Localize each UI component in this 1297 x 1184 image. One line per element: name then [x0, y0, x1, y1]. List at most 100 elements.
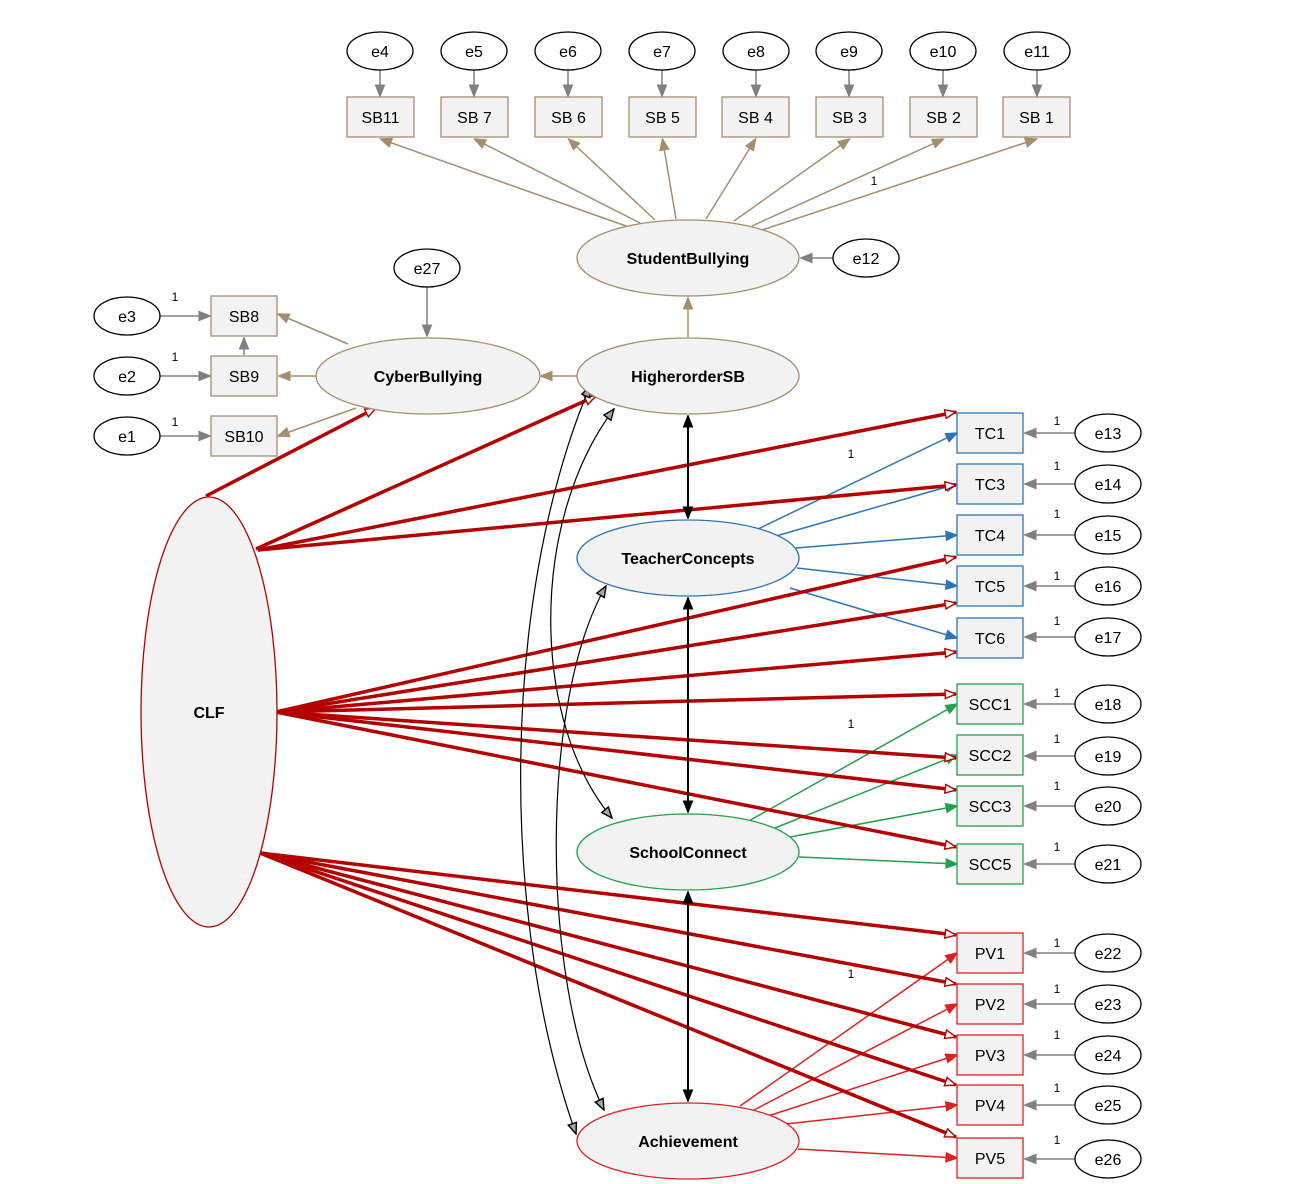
- clf-arrow-scc3: [275, 710, 956, 790]
- indicator-scc5: SCC5: [956, 843, 1024, 885]
- loading-arrow-pv2: [753, 1004, 957, 1111]
- fixed-loading-label: 1: [172, 415, 179, 429]
- fixed-loading-label: 1: [1054, 840, 1061, 854]
- indicator-pv5-label: PV5: [975, 1151, 1005, 1168]
- indicator-pv2-box: [956, 983, 1024, 1025]
- indicator-tc3-box: [956, 463, 1024, 505]
- latent-higher: HigherorderSB: [576, 337, 800, 415]
- latent-student-shape: [576, 219, 800, 297]
- indicator-sb10-label: SB10: [224, 429, 263, 446]
- loading-arrow-tc4: [795, 535, 957, 549]
- error-e14: e14: [1074, 464, 1142, 504]
- loading-arrow-tc5: [796, 567, 957, 586]
- loading-arrow-scc3: [789, 806, 957, 838]
- latent-school-shape: [576, 813, 800, 891]
- indicator-tc5-label: TC5: [975, 579, 1005, 596]
- latent-teacher: TeacherConcepts: [576, 519, 800, 597]
- loading-arrow-sb8: [278, 314, 349, 345]
- covariance-higher-achievement: [520, 386, 590, 1134]
- latent-school: SchoolConnect: [576, 813, 800, 891]
- indicator-sb4: SB 4: [721, 96, 790, 138]
- indicator-tc6: TC6: [956, 617, 1024, 659]
- latent-teacher-label: TeacherConcepts: [621, 551, 754, 568]
- error-e25-label: e25: [1095, 1098, 1122, 1115]
- error-e18: e18: [1074, 684, 1142, 724]
- fixed-loading-label: 1: [1054, 414, 1061, 428]
- clf-arrow-pv4: [259, 851, 956, 1087]
- indicator-pv2-label: PV2: [975, 997, 1005, 1014]
- error-e1-label: e1: [118, 429, 136, 446]
- indicator-tc5-box: [956, 565, 1024, 607]
- indicator-sb4-label: SB 4: [738, 110, 773, 127]
- error-e27: e27: [393, 248, 461, 288]
- loading-arrow-sb6: [569, 139, 656, 221]
- error-e25-shape: [1074, 1085, 1142, 1125]
- indicator-sb8: SB8: [210, 295, 278, 337]
- error-e7-label: e7: [653, 44, 671, 61]
- fixed-loading-label: 1: [848, 717, 855, 731]
- latent-cyber-shape: [315, 337, 541, 415]
- indicator-tc6-label: TC6: [975, 631, 1005, 648]
- loading-arrow-sb3: [733, 139, 850, 222]
- error-e6-label: e6: [559, 44, 577, 61]
- error-e5-label: e5: [465, 44, 483, 61]
- loading-arrow-tc6: [789, 587, 957, 638]
- indicator-tc1-box: [956, 412, 1024, 454]
- error-e18-label: e18: [1095, 697, 1122, 714]
- latent-school-label: SchoolConnect: [629, 845, 747, 862]
- error-e4-label: e4: [371, 44, 389, 61]
- indicator-sb3-box: [815, 96, 884, 138]
- indicator-sb9: SB9: [210, 355, 278, 397]
- latent-cyber: CyberBullying: [315, 337, 541, 415]
- error-e26-shape: [1074, 1139, 1142, 1179]
- error-e9-shape: [815, 31, 883, 71]
- fixed-loading-label: 1: [1054, 459, 1061, 473]
- error-e5-shape: [440, 31, 508, 71]
- indicator-tc4-label: TC4: [975, 528, 1005, 545]
- error-e5: e5: [440, 31, 508, 71]
- fixed-loading-label: 1: [1054, 1028, 1061, 1042]
- error-e20-label: e20: [1095, 799, 1122, 816]
- indicator-scc2-label: SCC2: [969, 748, 1012, 765]
- clf-arrow-tc1: [257, 412, 956, 552]
- indicator-sb2-box: [909, 96, 978, 138]
- error-e6-shape: [534, 31, 602, 71]
- fixed-loading-label: 1: [848, 967, 855, 981]
- latent-clf-label: CLF: [193, 705, 224, 722]
- error-e11-label: e11: [1024, 44, 1050, 61]
- clf-arrow-cyber: [205, 406, 376, 498]
- error-e15: e15: [1074, 515, 1142, 555]
- indicator-scc2: SCC2: [956, 734, 1024, 776]
- error-e23-shape: [1074, 984, 1142, 1024]
- indicator-tc3: TC3: [956, 463, 1024, 505]
- loading-arrow-sb7: [475, 139, 641, 224]
- indicator-sb5-label: SB 5: [645, 110, 680, 127]
- loading-arrow-sb5: [663, 139, 677, 220]
- loading-arrow-pv4: [785, 1105, 957, 1125]
- indicator-sb9-label: SB9: [229, 369, 259, 386]
- indicator-pv2: PV2: [956, 983, 1024, 1025]
- error-e26: e26: [1074, 1139, 1142, 1179]
- indicator-scc3: SCC3: [956, 785, 1024, 827]
- error-e12-shape: [832, 238, 900, 278]
- error-e24-label: e24: [1095, 1048, 1122, 1065]
- indicator-scc5-box: [956, 843, 1024, 885]
- clf-arrow-higher: [255, 394, 596, 551]
- latent-teacher-shape: [576, 519, 800, 597]
- error-e17: e17: [1074, 617, 1142, 657]
- fixed-loading-label: 1: [1054, 936, 1061, 950]
- latent-achievement: Achievement: [576, 1102, 800, 1180]
- path-arrows: [160, 69, 1075, 1159]
- indicator-tc4-box: [956, 514, 1024, 556]
- latent-student-label: StudentBullying: [627, 251, 750, 268]
- error-e12: e12: [832, 238, 900, 278]
- indicator-sb10-box: [210, 415, 278, 457]
- indicator-sb1: SB 1: [1002, 96, 1071, 138]
- error-e3-shape: [93, 296, 161, 336]
- latent-achievement-label: Achievement: [638, 1134, 738, 1151]
- indicator-sb2: SB 2: [909, 96, 978, 138]
- error-e2-label: e2: [118, 369, 136, 386]
- indicator-sb7-label: SB 7: [457, 110, 492, 127]
- error-e21-label: e21: [1095, 857, 1122, 874]
